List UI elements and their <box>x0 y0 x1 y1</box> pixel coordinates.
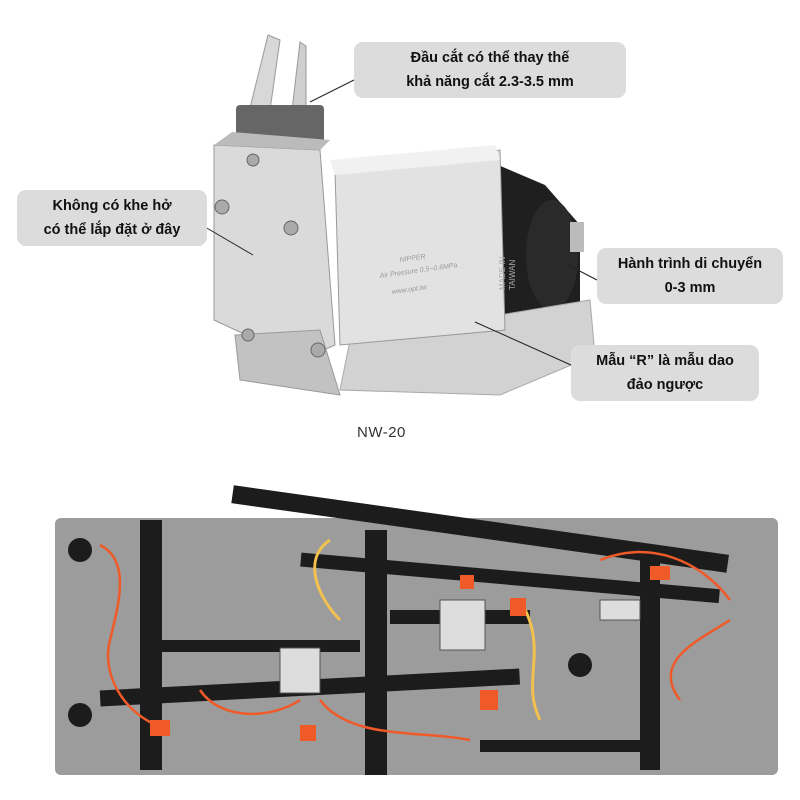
callout-reverse-model: Mẫu “R” là mẫu dao đảo ngược <box>571 345 759 401</box>
callout-line: khả năng cắt 2.3-3.5 mm <box>406 74 574 90</box>
callout-line: Không có khe hở <box>52 198 172 214</box>
made-in-label: MADE IN <box>498 256 507 290</box>
automation-scene-photo <box>55 485 778 775</box>
made-in-country: TAIWAN <box>508 260 517 290</box>
model-name: NW-20 <box>357 424 406 441</box>
leader-lines <box>204 79 598 366</box>
callout-line: 0-3 mm <box>664 280 716 296</box>
product-label-name: NIPPER <box>399 253 426 264</box>
callout-replaceable-cutter-head: Đầu cắt có thể thay thế khả năng cắt 2.3… <box>354 42 626 98</box>
callout-line: Hành trình di chuyển <box>617 256 763 272</box>
nipper-product: NIPPER Air Pressure 0.5~0.6MPa www.opt.t… <box>213 34 596 396</box>
callout-line: Đầu cắt có thể thay thế <box>410 50 570 66</box>
callout-no-gap-mounting: Không có khe hở có thể lắp đặt ở đây <box>17 190 207 246</box>
callout-line: đảo ngược <box>626 377 704 393</box>
product-label-url: www.opt.tw <box>391 284 428 296</box>
callout-line: Mẫu “R” là mẫu dao <box>596 353 734 369</box>
callout-line: có thể lắp đặt ở đây <box>43 222 181 238</box>
callout-travel-stroke: Hành trình di chuyển 0-3 mm <box>597 248 783 304</box>
